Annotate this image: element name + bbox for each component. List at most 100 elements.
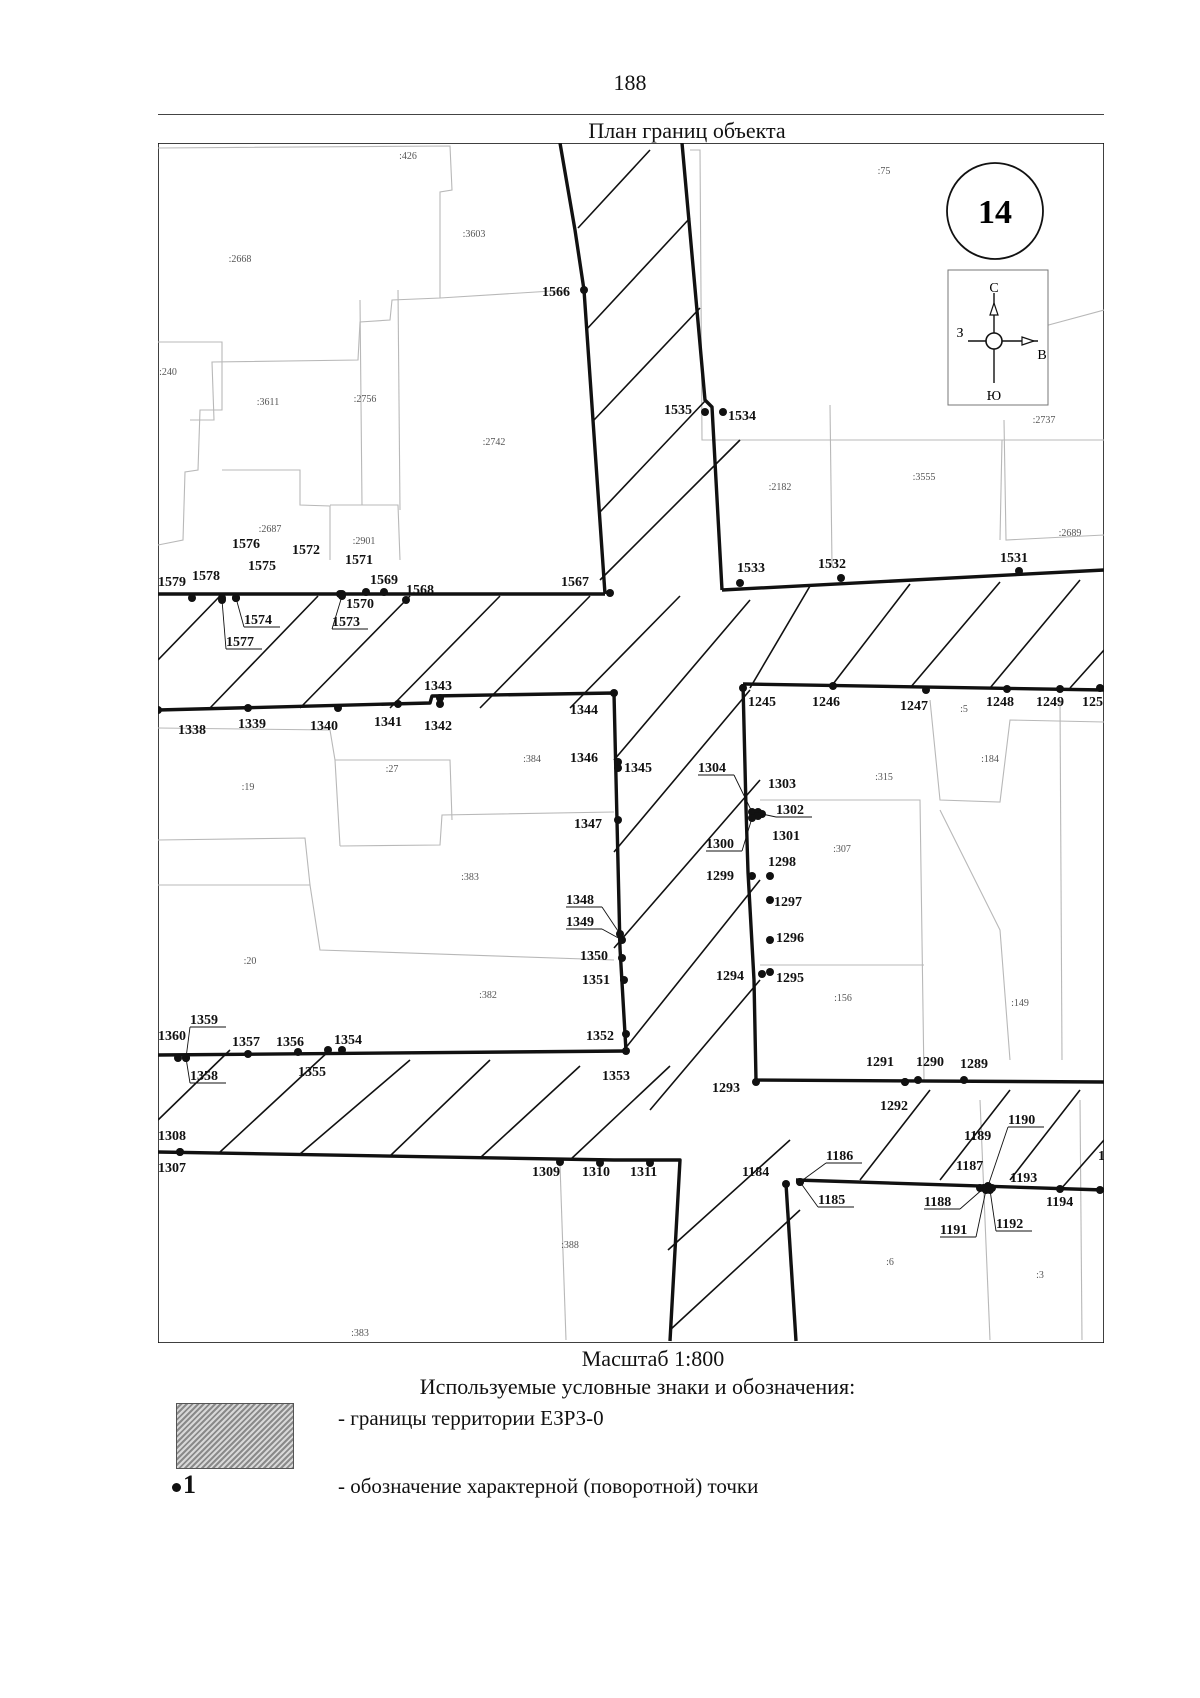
parcel-boundary-line [439,289,569,299]
turning-point-dot [1003,685,1011,693]
turning-point-label: 1342 [424,719,452,734]
turning-point-label: 1250 [1082,695,1104,710]
ezrz-boundary-segment [795,1178,1104,1192]
parcel-boundary-line [939,809,1011,1061]
parcel-label: :2182 [769,482,792,493]
turning-point-dot [960,1076,968,1084]
leader-line [331,595,343,630]
turning-point-label: 1247 [900,699,928,714]
hatch-line [569,1065,671,1161]
turning-point-dot [736,579,744,587]
compass-north: С [989,281,998,296]
boundary-map[interactable]: :426:3603:2668:240:3611:2756:2742:2687:2… [158,143,1104,1343]
turning-point-dot [182,1054,190,1062]
turning-point-label: 1191 [940,1223,967,1238]
parcel-label: :20 [244,956,257,967]
ezrz-boundary-segment [558,143,607,595]
leader-line [601,906,621,935]
turning-point-dot [1096,684,1104,692]
turning-point-label: 1533 [737,561,765,576]
turning-point-label: 1193 [1010,1171,1037,1186]
turning-point-label: 1358 [190,1069,218,1084]
parcel-boundary-line [1059,699,1063,1061]
leader-line [799,1181,819,1208]
legend-zone-swatch [176,1403,294,1469]
turning-point-dot [748,814,756,822]
turning-point-dot [739,684,747,692]
turning-point-label: 1349 [566,915,594,930]
parcel-boundary-line [339,811,615,847]
turning-point-label: 1352 [586,1029,614,1044]
turning-point-dot [622,1047,630,1055]
turning-point-dot [158,706,162,714]
turning-point-dot [988,1184,996,1192]
turning-point-label: 1311 [630,1165,657,1180]
ezrz-boundary-segment [158,691,628,1052]
turning-point-dot [610,689,618,697]
hatch-line [829,583,911,689]
turning-point-label: 1295 [776,971,804,986]
ezrz-boundary-segment [721,568,1104,592]
turning-point-label: 1292 [880,1099,908,1114]
hatch-line [859,1089,931,1181]
turning-point-label: 1299 [706,869,734,884]
legend-point-symbol: 1 [172,1470,196,1500]
parcel-label: :383 [351,1328,369,1339]
turning-point-label: 1566 [542,285,570,300]
turning-point-dot [837,574,845,582]
turning-point-dot [436,700,444,708]
turning-point-label: 1189 [964,1129,991,1144]
turning-point-label: 1186 [826,1149,853,1164]
turning-point-dot [766,872,774,880]
turning-point-label: 1308 [158,1129,186,1144]
hatch-line [577,149,651,229]
parcel-boundary-line [158,341,223,546]
turning-point-label: 1190 [1008,1113,1035,1128]
turning-point-dot [752,1078,760,1086]
header-rule [158,114,1104,115]
parcel-label: :307 [833,844,851,855]
turning-point-label: 1577 [226,635,254,650]
turning-point-label: 1567 [561,575,589,590]
leader-line [741,817,753,852]
turning-point-label: 1360 [158,1029,186,1044]
parcel-label: :5 [960,704,968,715]
turning-point-label: 1304 [698,761,726,776]
parcel-label: :2737 [1033,415,1056,426]
parcel-label: :315 [875,772,893,783]
turning-point-label: 1534 [728,409,756,424]
hatch-line [649,979,761,1111]
turning-point-dot [620,976,628,984]
turning-point-dot [188,594,196,602]
leader-line [235,597,245,628]
hatch-line [909,581,1001,689]
hatch-line [613,779,761,949]
turning-point-dot [719,408,727,416]
turning-point-label: 1340 [310,719,338,734]
turning-point-label: 1531 [1000,551,1028,566]
turning-point-label: 1293 [712,1081,740,1096]
turning-point-dot [614,764,622,772]
turning-point-dot [338,1046,346,1054]
hatch-line [593,307,701,421]
turning-point-dot [596,1159,604,1167]
turning-point-label: 1301 [772,829,800,844]
turning-point-label: 1339 [238,717,266,732]
turning-point-label: 1359 [190,1013,218,1028]
hatch-line [939,1089,1011,1181]
turning-point-label: 1245 [748,695,776,710]
turning-point-dot [394,700,402,708]
parcel-label: :426 [399,151,417,162]
parcel-boundary-line [1003,419,1104,541]
turning-point-label: 1309 [532,1165,560,1180]
parcel-label: :2689 [1059,528,1082,539]
scale-label: Масштаб 1:800 [581,1346,725,1371]
turning-point-dot [748,872,756,880]
hatch-line [158,595,221,661]
parcel-label: :382 [479,990,497,1001]
parcel-boundary-line [690,149,1104,441]
parcel-label: :2901 [353,536,376,547]
hatch-line [613,689,751,853]
sheet-number: 14 [978,194,1012,231]
parcel-label: :184 [981,754,999,765]
